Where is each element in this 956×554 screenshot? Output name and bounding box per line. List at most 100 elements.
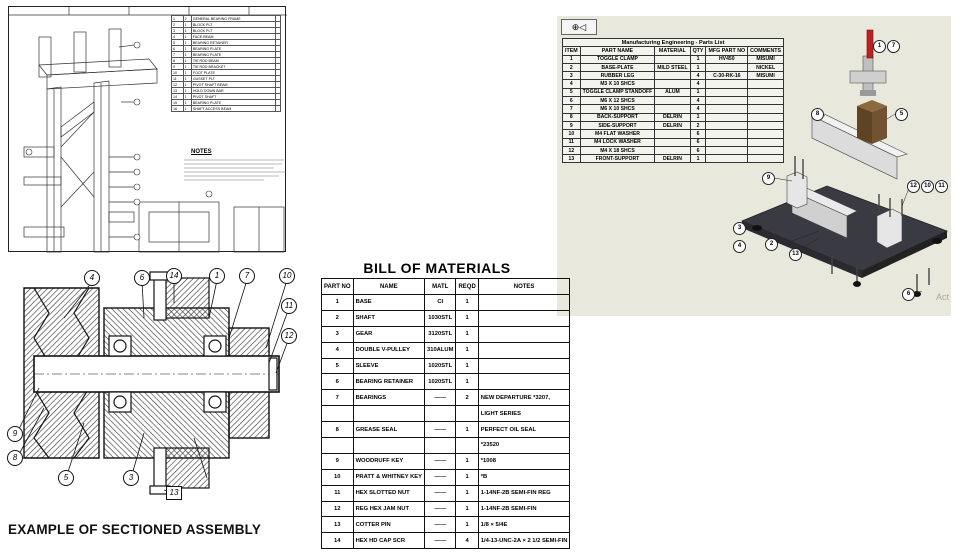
bom-cell: CI [424,294,457,311]
bom-header: PART NO [321,278,354,295]
parts-list-cell: 1 [689,154,707,164]
bom-cell: 1 [455,452,479,470]
part-balloon: 11 [281,298,297,314]
bom-cell: 11 [321,484,354,502]
bom-cell: 1020STL [424,373,457,391]
bom-cell [321,437,354,454]
bom-cell: 2 [455,389,479,407]
part-balloon: 4 [733,240,746,253]
bom-cell: 7 [321,389,354,407]
bom-header: NOTES [477,278,571,295]
part-balloon: 14 [166,268,182,284]
part-balloon: 13 [789,248,802,261]
bom-cell: 5 [321,357,354,375]
bom-cell: 1 [455,373,479,391]
part-balloon: 9 [7,426,23,442]
part-balloon: 12 [281,328,297,344]
bom-cell: —— [424,484,457,502]
part-balloon: 8 [7,450,23,466]
bom-cell [321,405,354,423]
bom-header: NAME [352,278,426,295]
bom-cell: PERFECT OIL SEAL [477,421,571,439]
part-balloon: 11 [935,180,948,193]
bom-cell: LIGHT SERIES [477,405,571,423]
bom-cell: —— [424,516,457,534]
bom-cell: 1 [455,341,479,359]
part-balloon: 6 [902,288,915,301]
bom-cell: —— [424,500,457,518]
bom-header: REQD [455,278,479,295]
bom-cell: 1 [455,294,479,311]
bom-cell [455,405,479,423]
bom-cell: 1 [321,294,354,311]
bom-cell [424,437,457,454]
bom-cell: *23520 [477,437,571,454]
bom-header: MATL [424,278,457,295]
bom-cell: 8 [321,421,354,439]
frame-bom-cell [275,105,281,112]
bom-cell: 1 [455,500,479,518]
part-balloon: 1 [209,268,225,284]
bom-cell: BEARINGS [352,389,426,407]
part-balloon: 5 [58,470,74,486]
bom-title: BILL OF MATERIALS [363,260,511,276]
bom-cell: SLEEVE [352,357,426,375]
bom-cell: 1 [455,421,479,439]
view-toolbar-icon[interactable]: ⊕◁ [561,19,597,35]
frame-bom-cell: 16 [171,105,184,112]
bom-cell: 3 [321,325,354,343]
bom-cell: 1 [455,516,479,534]
bom-cell: SHAFT [352,309,426,327]
bom-cell [352,405,426,423]
part-balloon: 6 [134,270,150,286]
bom-cell: *B [477,468,571,486]
bom-cell [477,357,571,375]
bom-cell: —— [424,421,457,439]
bom-cell: HEX SLOTTED NUT [352,484,426,502]
bom-cell: 1030STL [424,309,457,327]
bom-cell: —— [424,452,457,470]
notes-title: NOTES [191,149,212,155]
bom-cell: BASE [352,294,426,311]
bom-cell: 1020STL [424,357,457,375]
part-balloon: 5 [895,108,908,121]
bom-cell [477,294,571,311]
part-balloon: 3 [123,470,139,486]
fixture-exploded-view [740,29,949,297]
notes-text-block [184,158,289,185]
assembly-caption: EXAMPLE OF SECTIONED ASSEMBLY [8,522,262,537]
activation-watermark: Act [935,292,949,302]
bom-cell: BEARING RETAINER [352,373,426,391]
frame-bom-cell: 1 [182,105,192,112]
bom-cell: 1 [455,468,479,486]
bom-cell: 13 [321,516,354,534]
part-label-box: 13 [166,486,182,500]
part-balloon: 10 [921,180,934,193]
bom-cell: COTTER PIN [352,516,426,534]
part-balloon: 1 [873,40,886,53]
part-balloon: 10 [279,268,295,284]
part-balloon: 12 [907,180,920,193]
part-balloon: 4 [84,270,100,286]
bom-cell: 1/4-13-UNC-2A × 2 1/2 SEMI-FIN [477,532,571,550]
bom-cell: 1 [455,309,479,327]
bom-cell [477,325,571,343]
bom-cell: 1 [455,484,479,502]
bom-cell: 12 [321,500,354,518]
bom-cell: 1-14NF-2B SEMI-FIN [477,500,571,518]
